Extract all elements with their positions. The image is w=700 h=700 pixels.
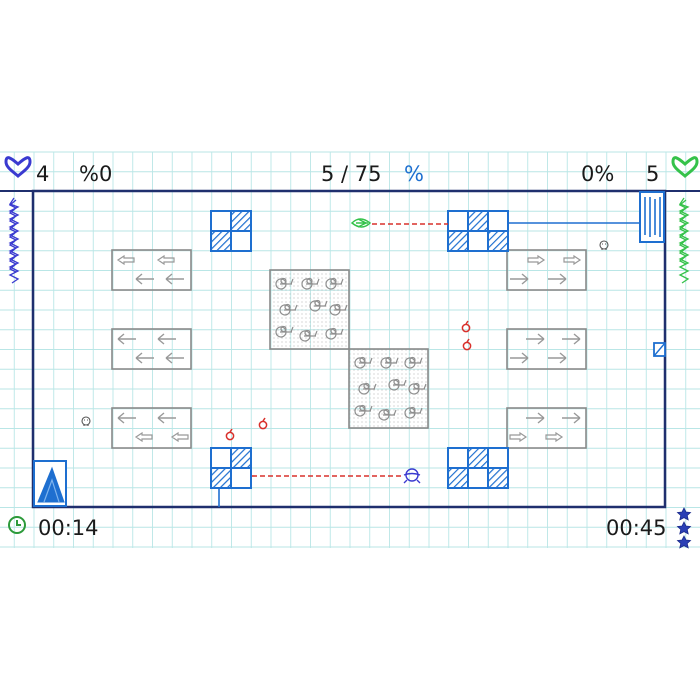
blue-block-bottom-left — [210, 447, 252, 489]
blue-block-top-right — [447, 210, 509, 252]
right-timer: 00:45 — [606, 516, 667, 540]
snail-zone-lower — [348, 348, 429, 429]
blue-heart-icon — [4, 156, 32, 178]
red-bomb — [258, 417, 268, 430]
left-timer: 00:14 — [38, 516, 99, 540]
right-edge-marker — [653, 342, 666, 357]
blue-block-bottom-right — [447, 447, 509, 489]
arrow-block-right-bottom — [506, 407, 587, 449]
blue-player-ship — [403, 468, 421, 484]
red-bomb — [461, 320, 471, 333]
snail-zone-upper — [269, 269, 350, 350]
star-icons — [676, 507, 692, 549]
green-player-base — [639, 191, 665, 243]
green-player-ship — [350, 218, 372, 228]
level-progress: 5 / 75 — [321, 162, 382, 186]
blue-block-top-left — [210, 210, 252, 252]
right-percent: 0% — [581, 162, 615, 186]
arrow-block-left-mid — [111, 328, 192, 370]
progress-percent-symbol: % — [404, 162, 424, 186]
arrow-block-right-top — [506, 249, 587, 291]
red-bomb — [225, 428, 235, 441]
right-lives-count: 5 — [646, 162, 660, 186]
arrow-block-right-mid — [506, 328, 587, 370]
red-bomb — [462, 338, 472, 351]
green-heart-icon — [671, 156, 699, 178]
blue-energy-meter — [8, 197, 20, 284]
skull-enemy — [81, 416, 91, 426]
clock-icon — [8, 516, 26, 534]
green-energy-meter — [678, 197, 690, 284]
arrow-block-left-bottom — [111, 407, 192, 449]
arrow-block-left-top — [111, 249, 192, 291]
left-lives-count: 4 — [36, 162, 50, 186]
left-percent: %0 — [79, 162, 113, 186]
skull-enemy — [599, 240, 609, 250]
blue-player-base — [33, 460, 67, 507]
